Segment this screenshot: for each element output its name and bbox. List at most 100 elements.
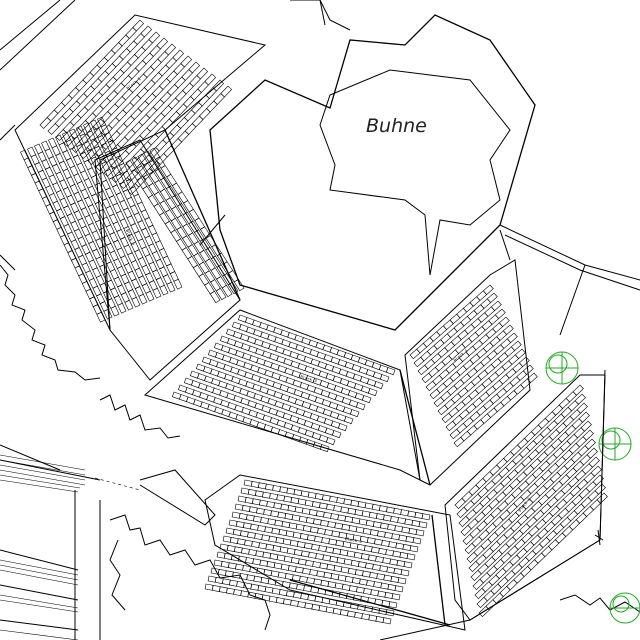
- seat[interactable]: [335, 539, 345, 547]
- seat[interactable]: [389, 558, 399, 566]
- seat[interactable]: [290, 557, 300, 565]
- seat[interactable]: [461, 395, 473, 406]
- seat[interactable]: [222, 535, 232, 543]
- seat[interactable]: [285, 530, 295, 538]
- seat[interactable]: [235, 520, 245, 528]
- seat[interactable]: [421, 372, 433, 384]
- seat[interactable]: [516, 370, 528, 381]
- seat[interactable]: [464, 381, 476, 392]
- seat[interactable]: [469, 411, 481, 422]
- seat[interactable]: [478, 334, 490, 345]
- seat[interactable]: [110, 305, 120, 317]
- seat[interactable]: [452, 414, 464, 426]
- seat[interactable]: [369, 571, 378, 579]
- seat[interactable]: [330, 573, 340, 581]
- seat[interactable]: [429, 388, 441, 400]
- seat[interactable]: [505, 368, 517, 379]
- seat[interactable]: [215, 287, 227, 301]
- seat[interactable]: [294, 506, 304, 514]
- seat[interactable]: [449, 313, 461, 325]
- seat[interactable]: [334, 582, 344, 590]
- seat[interactable]: [377, 590, 387, 598]
- seat[interactable]: [349, 542, 359, 550]
- seat[interactable]: [274, 519, 284, 527]
- seat[interactable]: [369, 529, 379, 537]
- seat[interactable]: [476, 290, 488, 301]
- seat[interactable]: [480, 355, 492, 367]
- seat[interactable]: [354, 509, 364, 517]
- seat[interactable]: [348, 585, 358, 593]
- seat[interactable]: [481, 377, 493, 389]
- seat[interactable]: [296, 541, 306, 549]
- seat[interactable]: [132, 19, 145, 32]
- seat[interactable]: [468, 331, 480, 343]
- seat[interactable]: [454, 401, 466, 412]
- seat[interactable]: [362, 527, 372, 535]
- seat[interactable]: [281, 581, 291, 589]
- seat[interactable]: [310, 586, 320, 594]
- seat[interactable]: [490, 300, 502, 312]
- seat[interactable]: [394, 585, 404, 593]
- seat[interactable]: [469, 296, 481, 307]
- seat[interactable]: [578, 411, 590, 423]
- seat[interactable]: [383, 514, 392, 522]
- seat[interactable]: [253, 575, 263, 583]
- seat[interactable]: [473, 304, 485, 315]
- seat[interactable]: [336, 557, 346, 565]
- seat[interactable]: [236, 538, 246, 546]
- seat[interactable]: [322, 554, 332, 562]
- seat[interactable]: [493, 401, 505, 413]
- seat[interactable]: [286, 547, 296, 555]
- seat[interactable]: [180, 55, 193, 68]
- seat[interactable]: [148, 31, 161, 44]
- seat[interactable]: [234, 503, 244, 511]
- seat[interactable]: [241, 504, 251, 512]
- seat[interactable]: [420, 350, 432, 362]
- seat[interactable]: [362, 570, 371, 578]
- seat[interactable]: [284, 513, 294, 521]
- seat[interactable]: [103, 308, 113, 320]
- seat[interactable]: [264, 526, 274, 534]
- seat[interactable]: [426, 345, 438, 356]
- seat[interactable]: [250, 583, 260, 591]
- seat[interactable]: [343, 416, 354, 425]
- seat[interactable]: [513, 384, 525, 395]
- seat[interactable]: [291, 574, 301, 582]
- seat[interactable]: [380, 582, 390, 590]
- seat[interactable]: [314, 535, 323, 543]
- seat[interactable]: [425, 380, 437, 392]
- seat[interactable]: [319, 444, 330, 453]
- seat[interactable]: [252, 558, 262, 566]
- seat[interactable]: [228, 519, 238, 527]
- seat[interactable]: [401, 526, 411, 534]
- seat[interactable]: [250, 523, 259, 531]
- seat[interactable]: [488, 371, 500, 383]
- seat[interactable]: [266, 561, 276, 569]
- seat[interactable]: [260, 577, 270, 585]
- seat[interactable]: [301, 507, 311, 515]
- seat[interactable]: [446, 385, 458, 396]
- seat[interactable]: [313, 578, 323, 586]
- seat[interactable]: [484, 363, 496, 375]
- seat[interactable]: [355, 526, 365, 534]
- seat[interactable]: [257, 525, 266, 532]
- seat[interactable]: [372, 521, 382, 529]
- seat[interactable]: [460, 430, 472, 442]
- seat[interactable]: [417, 364, 429, 376]
- seat[interactable]: [576, 402, 588, 414]
- seat[interactable]: [429, 331, 441, 342]
- seat[interactable]: [290, 599, 299, 607]
- seat[interactable]: [290, 497, 300, 505]
- seat[interactable]: [336, 497, 345, 505]
- seat[interactable]: [278, 529, 288, 537]
- seat[interactable]: [240, 590, 250, 598]
- seat[interactable]: [506, 390, 518, 401]
- seat[interactable]: [375, 555, 384, 563]
- seat[interactable]: [340, 566, 350, 574]
- seat[interactable]: [464, 323, 476, 335]
- seat[interactable]: [444, 341, 456, 352]
- seat[interactable]: [456, 422, 468, 434]
- seat[interactable]: [375, 513, 385, 521]
- seat[interactable]: [156, 37, 169, 50]
- seat[interactable]: [262, 551, 272, 559]
